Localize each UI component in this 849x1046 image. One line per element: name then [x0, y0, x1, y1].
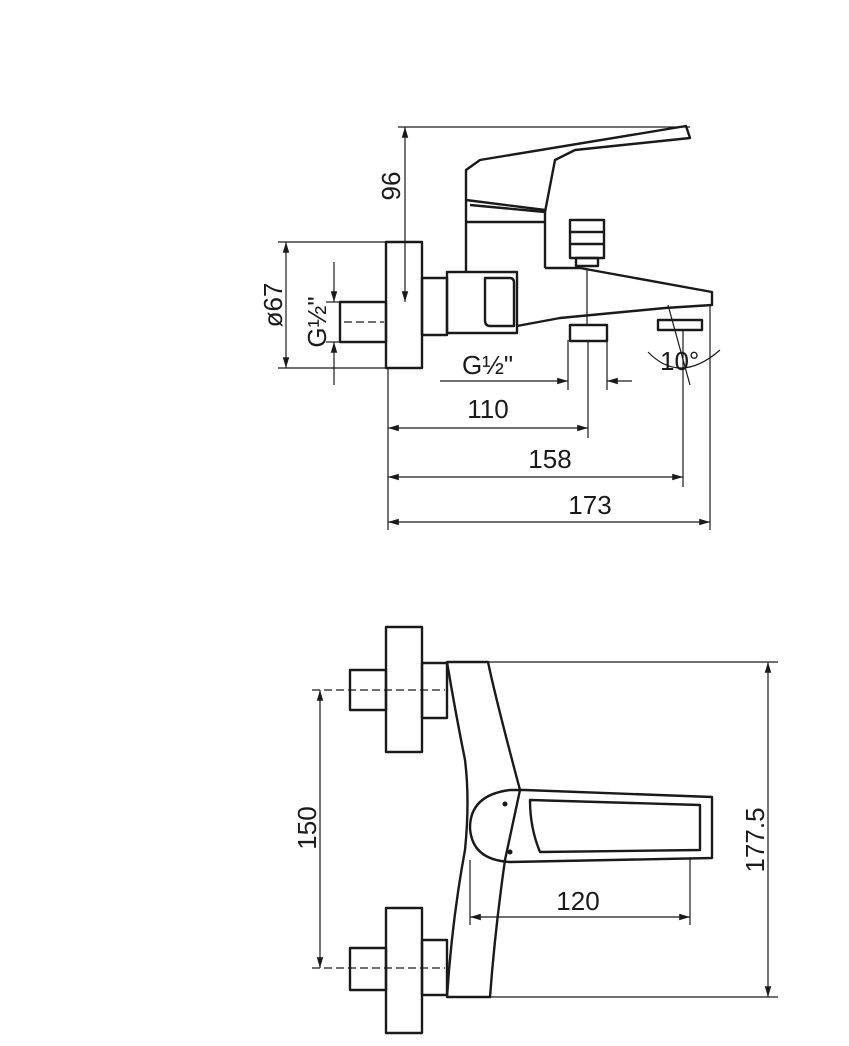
- dim-inlet-thread: G½": [302, 296, 332, 347]
- spout: [516, 266, 714, 328]
- lever-handle: [464, 124, 692, 214]
- dim-spout-angle: 10°: [660, 346, 699, 376]
- dim-outlet-thread: G½": [462, 350, 513, 380]
- body-column: [464, 198, 547, 272]
- dim-lever-length-120: 120: [556, 886, 599, 916]
- aerator: [656, 318, 704, 332]
- mixer-body: [445, 660, 522, 999]
- dim-overall-height-177-5: 177.5: [740, 807, 770, 872]
- bottom-inlet: [312, 906, 449, 1035]
- dim-spout-tip-158: 158: [528, 444, 571, 474]
- front-view: 150 177.5 120: [292, 625, 778, 1035]
- dim-plate-diameter: ø67: [258, 283, 288, 328]
- top-inlet: [312, 625, 449, 754]
- dim-overall-depth-173: 173: [568, 490, 611, 520]
- inlet-nipple: [338, 300, 388, 344]
- side-view: 96 ø67 G½" G½" 10° 110 158 173: [258, 124, 721, 530]
- dim-height-96: 96: [376, 172, 406, 201]
- diverter-knob: [568, 218, 606, 268]
- inlet-nut: [420, 276, 449, 337]
- front-lever: [468, 788, 714, 864]
- dim-outlet-distance-110: 110: [467, 394, 508, 424]
- wall-plate: [384, 240, 424, 370]
- bottom-outlet: [568, 323, 609, 343]
- body-connector: [445, 270, 519, 335]
- dim-inlet-centers-150: 150: [292, 806, 322, 849]
